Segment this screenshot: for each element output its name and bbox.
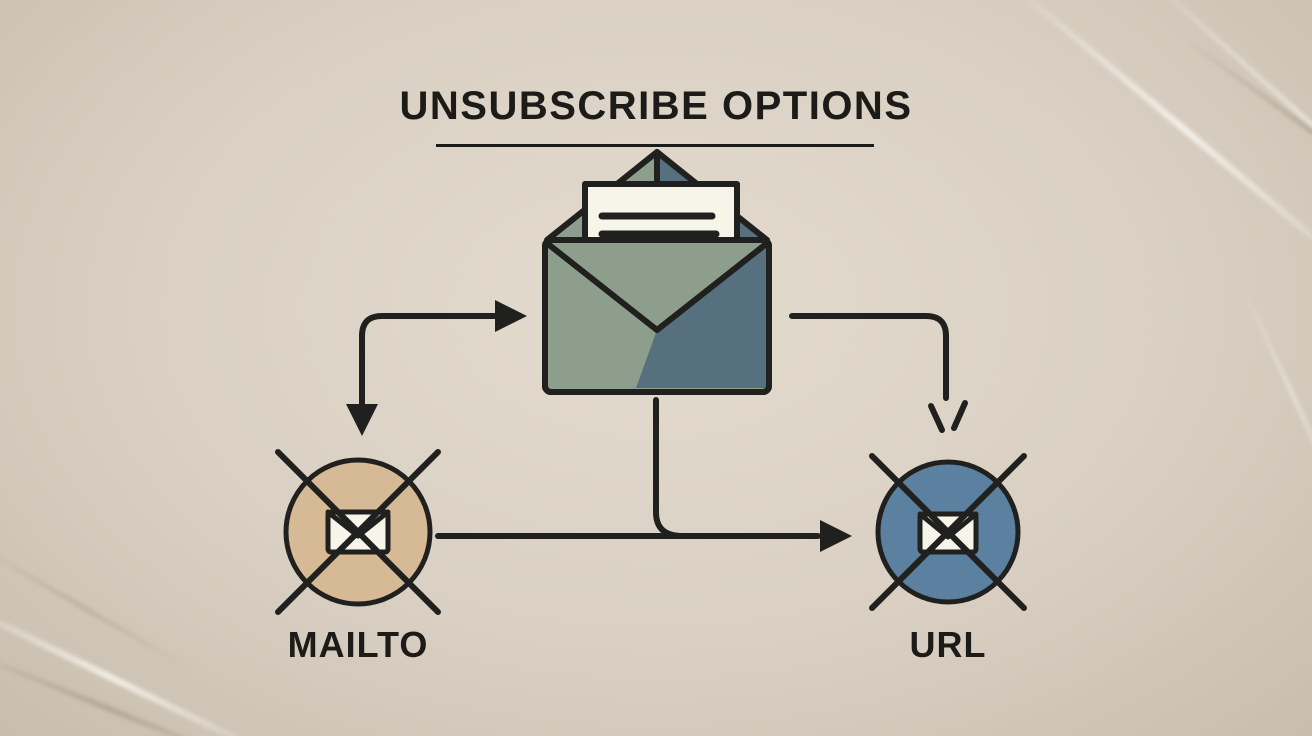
envelope-body-teal (636, 244, 769, 388)
diagram-title: UNSUBSCRIBE OPTIONS (399, 84, 913, 128)
envelope-outline (542, 237, 772, 395)
mailto-label: MAILTO (287, 624, 429, 665)
title-underline (436, 144, 874, 147)
url-node-icon (869, 453, 1027, 611)
edge-left-elbow (346, 300, 527, 436)
email-envelope-icon (542, 149, 772, 395)
url-cross-icon (869, 453, 1027, 611)
mailto-cross-icon (275, 449, 441, 615)
mailto-node-icon (275, 449, 441, 615)
edges (346, 300, 968, 552)
edge-right-elbow (789, 313, 968, 433)
edge-bottom-junction (435, 397, 852, 552)
url-label: URL (909, 624, 987, 665)
